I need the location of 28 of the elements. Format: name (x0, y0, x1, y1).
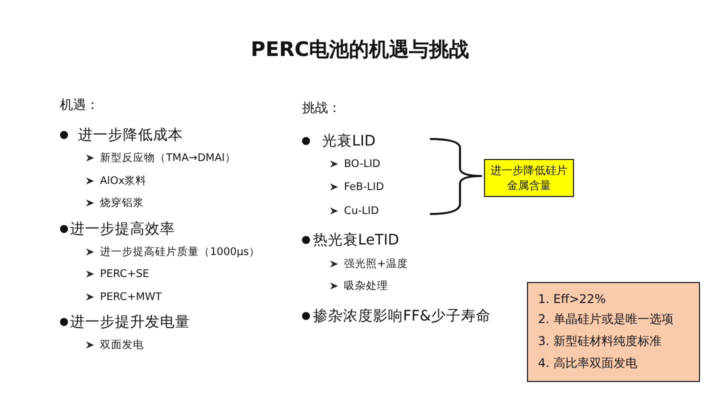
sub-item-text: 烧穿铝浆 (100, 196, 144, 210)
list-item-text: 2. 单晶硅片或是唯一选项 (538, 310, 674, 328)
section-heading: 挑战： (302, 100, 341, 117)
bullet-text: 掺杂浓度影响FF&少子寿命 (313, 307, 491, 326)
bullet-text: 进一步提升发电量 (70, 314, 190, 332)
list-item-text: 4. 高比率双面发电 (538, 355, 638, 372)
bullet-text: 进一步降低成本 (78, 126, 183, 144)
sub-item-text: 强光照+温度 (344, 257, 408, 271)
sub-item-text: PERC+SE (100, 268, 150, 280)
sub-item-text: 双面发电 (100, 338, 144, 352)
summary-box (527, 282, 700, 382)
box-text: 进一步降低硅片金属含量 (490, 163, 568, 193)
sub-item-text: 新型反应物（TMA→DMAI） (100, 151, 236, 165)
sub-item-text: AlOx浆料 (100, 174, 147, 188)
sub-item-text: 吸杂处理 (344, 279, 388, 293)
slide-title: PERC电池的机遇与挑战 (250, 36, 470, 63)
sub-item-text: 进一步提高硅片质量（1000μs） (100, 245, 260, 259)
bullet-text: 热光衰LeTID (313, 231, 400, 250)
highlight-box (484, 159, 574, 197)
sub-item-text: PERC+MWT (100, 291, 162, 303)
sub-item-text: FeB-LID (344, 181, 384, 193)
sub-item-text: BO-LID (344, 158, 380, 170)
list-item-text: 1. Eff>22% (538, 292, 607, 306)
list-item-text: 3. 新型硅材料纯度标准 (538, 333, 662, 350)
sub-item-text: Cu-LID (344, 205, 379, 217)
bullet-text: 光衰LID (322, 132, 376, 150)
section-heading: 机遇： (60, 97, 99, 114)
bullet-text: 进一步提高效率 (70, 220, 175, 238)
